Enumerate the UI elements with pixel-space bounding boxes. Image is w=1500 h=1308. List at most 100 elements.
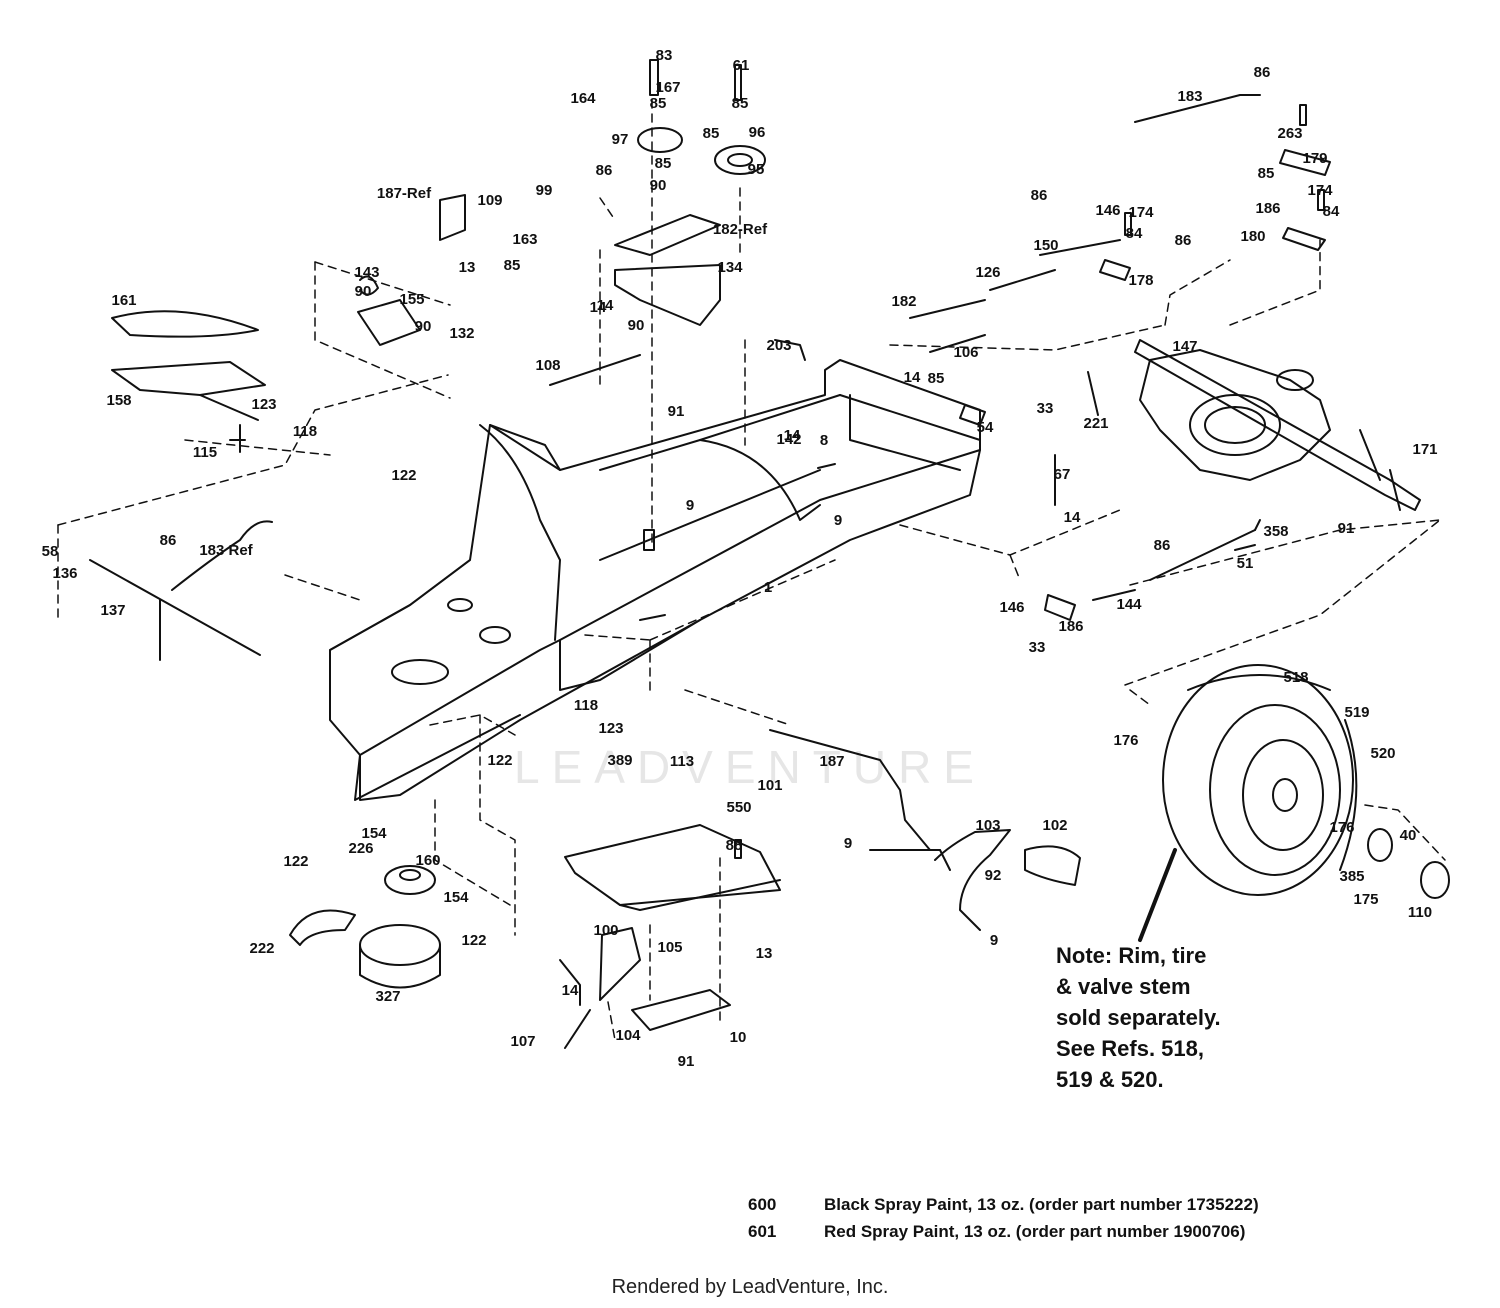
callout-183-ref: 183 Ref	[199, 542, 253, 559]
note-line: See Refs. 518,	[1056, 1036, 1204, 1061]
callout-113: 113	[670, 753, 694, 770]
callout-137: 137	[100, 602, 125, 619]
callout-203: 203	[766, 337, 791, 354]
callout-10: 10	[730, 1029, 747, 1046]
leader-lines	[57, 99, 1446, 1041]
note-line: Note: Rim, tire	[1056, 943, 1207, 968]
callout-123: 123	[251, 396, 276, 413]
transaxle	[1134, 339, 1421, 511]
callout-115: 115	[193, 444, 217, 461]
callout-40: 40	[1400, 827, 1417, 844]
callout-85: 85	[655, 155, 672, 172]
callout-136: 136	[52, 565, 77, 582]
callout-132: 132	[449, 325, 474, 342]
callout-85: 85	[928, 370, 945, 387]
callout-13: 13	[459, 259, 476, 276]
callout-14: 14	[590, 299, 607, 316]
callout-90: 90	[628, 317, 645, 334]
callout-122: 122	[391, 467, 416, 484]
callout-176: 176	[1329, 819, 1354, 836]
callout-14: 14	[1064, 509, 1081, 526]
note-line: 519 & 520.	[1056, 1067, 1164, 1092]
callout-86: 86	[1154, 537, 1171, 554]
callout-179: 179	[1302, 150, 1327, 167]
callout-67: 67	[1054, 466, 1071, 483]
callout-118: 118	[293, 423, 317, 440]
callout-90: 90	[355, 283, 372, 300]
callout-86: 86	[1031, 187, 1048, 204]
callout-85: 85	[504, 257, 521, 274]
note-line: & valve stem	[1056, 974, 1191, 999]
callout-167: 167	[655, 79, 680, 96]
callout-176: 176	[1113, 732, 1138, 749]
callout-90: 90	[650, 177, 667, 194]
callout-labels: 1989991013131414141414143333405154586167…	[42, 47, 1438, 1070]
callout-147: 147	[1172, 338, 1197, 355]
callout-187-ref: 187-Ref	[377, 185, 432, 202]
callout-158: 158	[106, 392, 131, 409]
paint-ref: 601	[748, 1222, 777, 1241]
pulleys	[359, 127, 1450, 989]
callout-389: 389	[607, 752, 632, 769]
callout-126: 126	[975, 264, 1000, 281]
seat-bracket	[111, 310, 266, 453]
callout-108: 108	[535, 357, 560, 374]
callout-92: 92	[985, 867, 1002, 884]
callout-327: 327	[375, 988, 400, 1005]
callout-86: 86	[596, 162, 613, 179]
callout-180: 180	[1240, 228, 1265, 245]
linkages	[89, 94, 1261, 1031]
callout-550: 550	[726, 799, 751, 816]
callout-103: 103	[975, 817, 1000, 834]
callout-58: 58	[42, 543, 59, 560]
callout-385: 385	[1339, 868, 1364, 885]
callout-118: 118	[574, 697, 598, 714]
callout-91: 91	[1338, 520, 1355, 537]
callout-1: 1	[764, 579, 772, 596]
callout-61: 61	[733, 57, 750, 74]
callout-160: 160	[415, 852, 440, 869]
callout-263: 263	[1277, 125, 1302, 142]
callout-182: 182	[891, 293, 916, 310]
callout-100: 100	[593, 922, 618, 939]
callout-84: 84	[1126, 225, 1143, 242]
callout-174: 174	[1307, 182, 1333, 199]
callout-122: 122	[461, 932, 486, 949]
paint-list: 600 Black Spray Paint, 13 oz. (order part…	[748, 1195, 1259, 1249]
paint-item-black: 600 Black Spray Paint, 13 oz. (order part…	[748, 1195, 1259, 1222]
callout-518: 518	[1283, 669, 1308, 686]
callout-101: 101	[757, 777, 782, 794]
callout-14: 14	[597, 297, 614, 314]
callout-358: 358	[1263, 523, 1288, 540]
note-line: sold separately.	[1056, 1005, 1221, 1030]
callout-226: 226	[348, 840, 373, 857]
callout-182-ref: 182-Ref	[713, 221, 768, 238]
callout-91: 91	[678, 1053, 695, 1070]
callout-54: 54	[977, 419, 994, 436]
callout-14: 14	[904, 369, 921, 386]
callout-97: 97	[612, 131, 629, 148]
callout-91: 91	[668, 403, 685, 420]
paint-ref: 600	[748, 1195, 777, 1214]
footer-credit: Rendered by LeadVenture, Inc.	[611, 1276, 889, 1298]
callout-122: 122	[283, 853, 308, 870]
callout-110: 110	[1408, 904, 1432, 921]
callout-9: 9	[990, 932, 998, 949]
callout-95: 95	[748, 161, 765, 178]
callout-155: 155	[399, 291, 424, 308]
paint-desc: Black Spray Paint, 13 oz. (order part nu…	[824, 1195, 1259, 1214]
callout-109: 109	[477, 192, 502, 209]
callout-83: 83	[656, 47, 673, 64]
callout-123: 123	[598, 720, 623, 737]
callout-14: 14	[562, 982, 579, 999]
callout-519: 519	[1344, 704, 1369, 721]
callout-174: 174	[1128, 204, 1154, 221]
callout-99: 99	[536, 182, 553, 199]
callout-520: 520	[1370, 745, 1395, 762]
callout-222: 222	[249, 940, 274, 957]
callout-9: 9	[834, 512, 842, 529]
callout-161: 161	[111, 292, 136, 309]
callout-142: 142	[776, 431, 801, 448]
